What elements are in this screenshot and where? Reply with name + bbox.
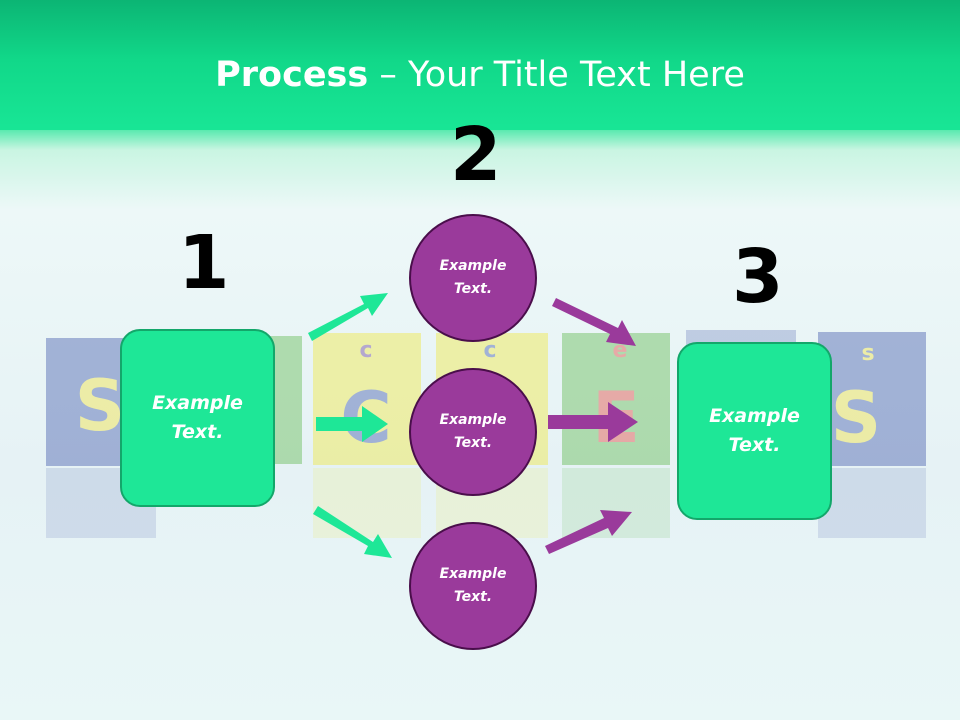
step-number-3: 3 bbox=[732, 234, 784, 320]
arrow-purple-right bbox=[548, 402, 638, 442]
title-bold: Process bbox=[215, 55, 369, 95]
step-3-text: Example Text. bbox=[709, 405, 800, 456]
svg-text:s: s bbox=[861, 341, 874, 366]
step-2-circle-top: Example Text. bbox=[409, 214, 537, 342]
svg-text:S: S bbox=[831, 377, 881, 459]
step-number-2: 2 bbox=[450, 112, 502, 198]
step-1-box: Example Text. bbox=[120, 329, 275, 507]
arrow-green-up bbox=[308, 293, 388, 341]
arrow-purple-up bbox=[545, 510, 632, 554]
circle-middle-text: Example Text. bbox=[439, 412, 507, 451]
slide-title: Process – Your Title Text Here bbox=[0, 54, 960, 96]
circle-top-text: Example Text. bbox=[439, 258, 507, 297]
title-bar bbox=[0, 0, 960, 130]
svg-text:c: c bbox=[483, 338, 496, 363]
step-2-circle-middle: Example Text. bbox=[409, 368, 537, 496]
step-number-1: 1 bbox=[178, 220, 230, 306]
svg-text:S: S bbox=[75, 365, 125, 447]
step-2-circle-bottom: Example Text. bbox=[409, 522, 537, 650]
step-1-text: Example Text. bbox=[152, 392, 243, 443]
svg-text:c: c bbox=[359, 338, 372, 363]
arrow-green-right bbox=[316, 406, 388, 442]
arrow-purple-down bbox=[552, 298, 636, 346]
arrow-green-down bbox=[313, 506, 392, 558]
title-rest: – Your Title Text Here bbox=[368, 55, 745, 95]
circle-bottom-text: Example Text. bbox=[439, 566, 507, 605]
step-3-box: Example Text. bbox=[677, 342, 832, 520]
